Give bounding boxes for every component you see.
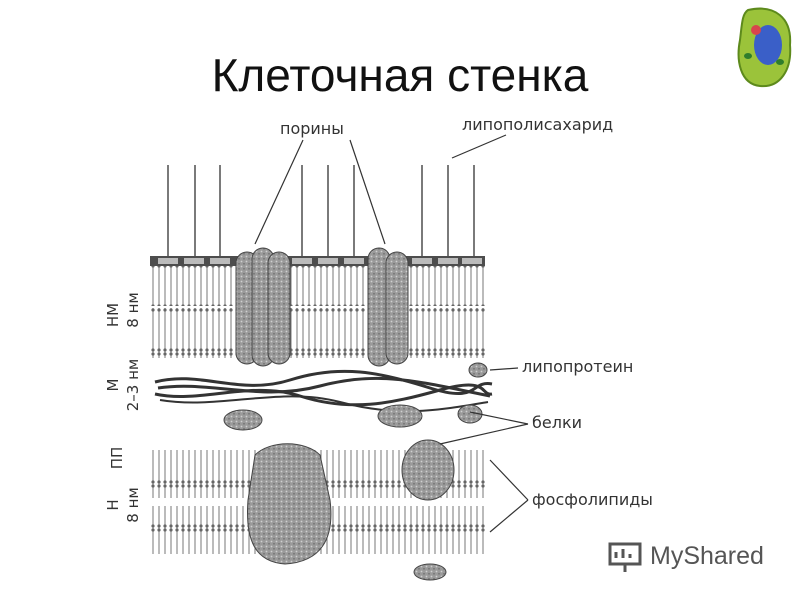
watermark: MyShared — [606, 536, 776, 576]
watermark-text: MyShared — [650, 542, 764, 570]
outer-membrane — [150, 256, 485, 358]
lps-chains — [167, 165, 475, 258]
peripheral-protein — [401, 439, 455, 501]
bottom-protein — [413, 563, 447, 581]
label-proteins: белки — [532, 413, 582, 432]
periplasmic-proteins — [223, 404, 483, 431]
label-outer-membrane: НМ — [104, 303, 122, 327]
label-porins: порины — [280, 119, 344, 138]
murein-layer — [154, 369, 493, 413]
label-periplasm: ПП — [108, 447, 126, 470]
label-phospholipids: фосфолипиды — [532, 490, 653, 509]
label-inner-thickness: 8 нм — [124, 487, 142, 522]
lipoprotein-shape — [468, 362, 488, 378]
presentation-board-icon — [608, 542, 642, 572]
label-lipopolysaccharide: липополисахарид — [462, 115, 613, 134]
integral-protein — [246, 443, 332, 565]
label-outer-thickness: 8 нм — [124, 292, 142, 327]
plant-cell-icon — [737, 7, 792, 88]
leader-lines — [254, 134, 529, 533]
label-murein-thickness: 2–3 нм — [124, 359, 142, 411]
label-murein: М — [104, 379, 122, 392]
label-lipoprotein: липопротеин — [522, 357, 633, 376]
porin-left — [235, 247, 291, 367]
porin-right — [367, 247, 409, 367]
slide-title: Клеточная стенка — [211, 49, 589, 101]
label-inner-membrane: Н — [104, 499, 122, 510]
